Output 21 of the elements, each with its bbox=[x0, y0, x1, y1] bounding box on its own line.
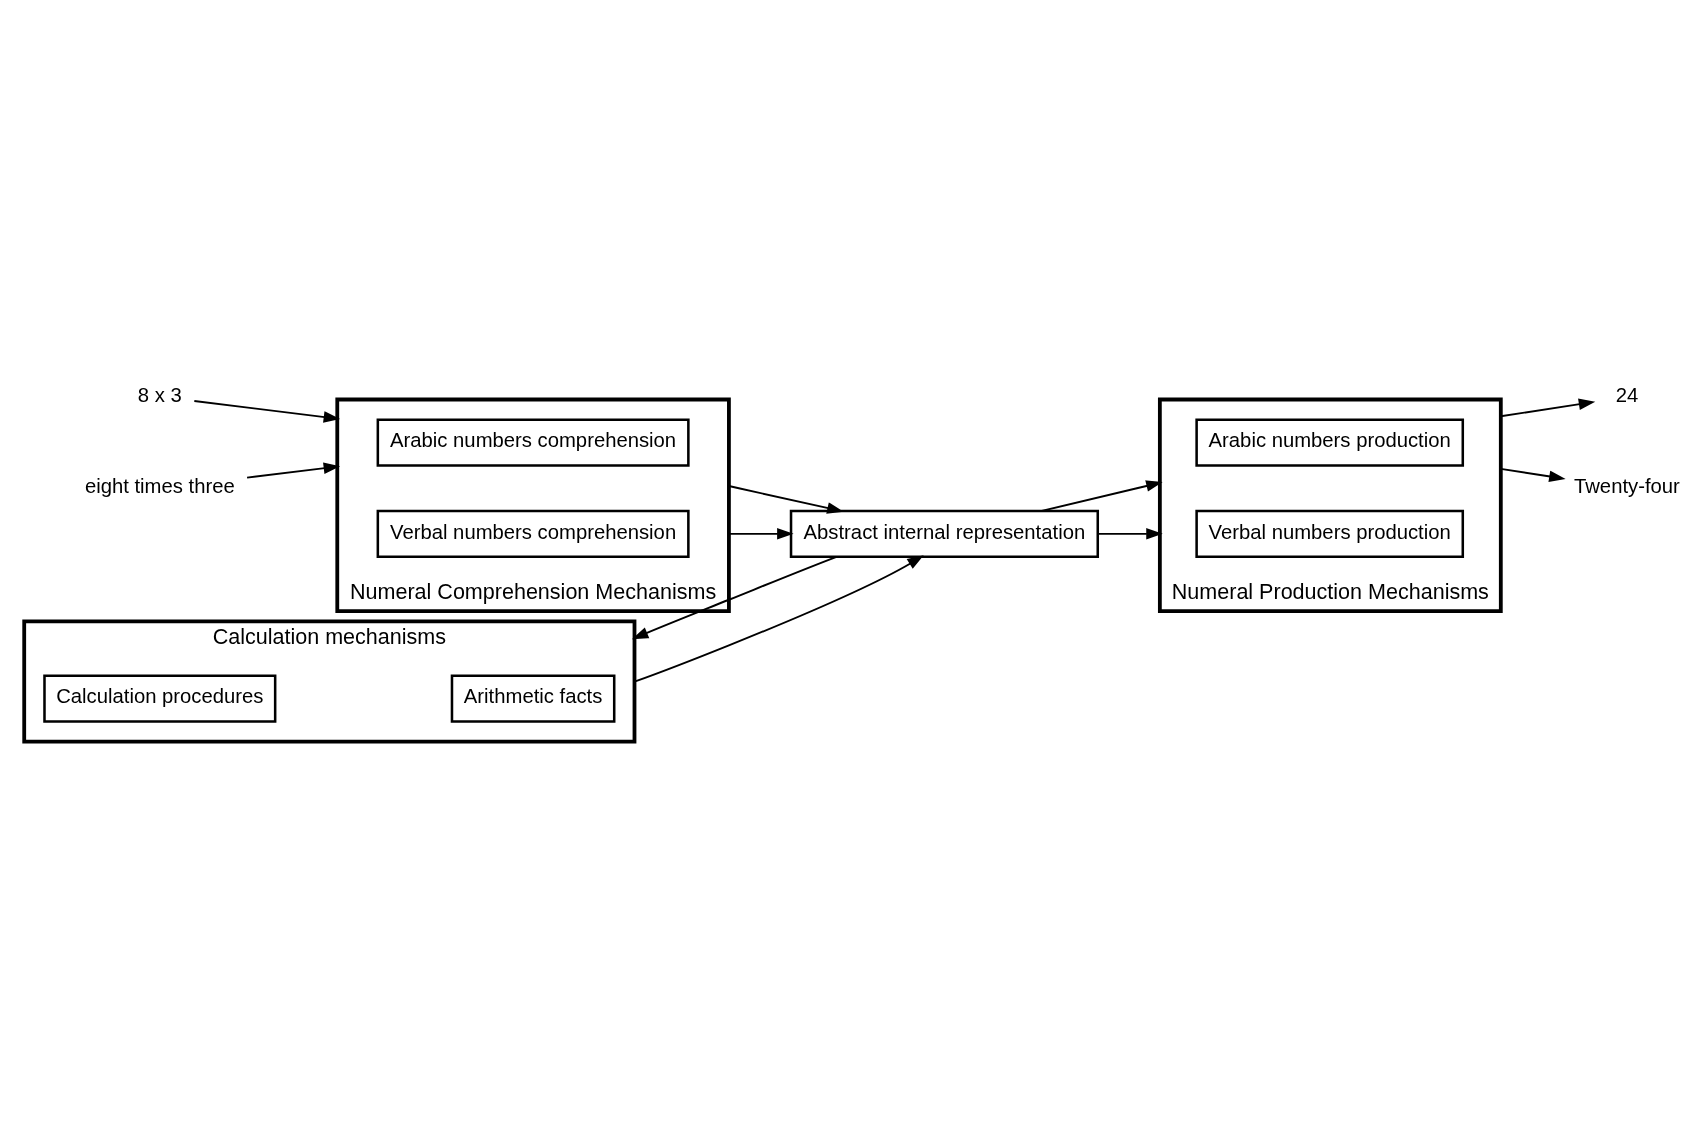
node-box: Abstract internal representation bbox=[789, 509, 1099, 558]
node-box: Arabic numbers comprehension bbox=[376, 418, 690, 467]
node-box: Verbal numbers comprehension bbox=[376, 509, 690, 558]
arrow bbox=[1040, 479, 1163, 512]
node-text: eight times three bbox=[84, 474, 235, 497]
arrow bbox=[1499, 398, 1595, 417]
node-box: Calculation procedures bbox=[42, 674, 276, 723]
arrow bbox=[1499, 467, 1566, 482]
node-box: Arabic numbers production bbox=[1194, 418, 1464, 467]
node-text: 24 bbox=[1615, 383, 1638, 406]
arrow bbox=[1096, 527, 1163, 540]
arrow bbox=[727, 484, 844, 514]
arrow bbox=[245, 461, 340, 479]
arrow bbox=[192, 399, 340, 423]
arrow bbox=[631, 555, 837, 639]
node-box: Verbal numbers production bbox=[1194, 509, 1464, 558]
node-text: Twenty-four bbox=[1573, 474, 1680, 497]
node-text: 8 x 3 bbox=[137, 383, 182, 406]
arrow bbox=[633, 554, 924, 683]
node-box: Arithmetic facts bbox=[450, 674, 615, 723]
arrow bbox=[727, 527, 794, 540]
